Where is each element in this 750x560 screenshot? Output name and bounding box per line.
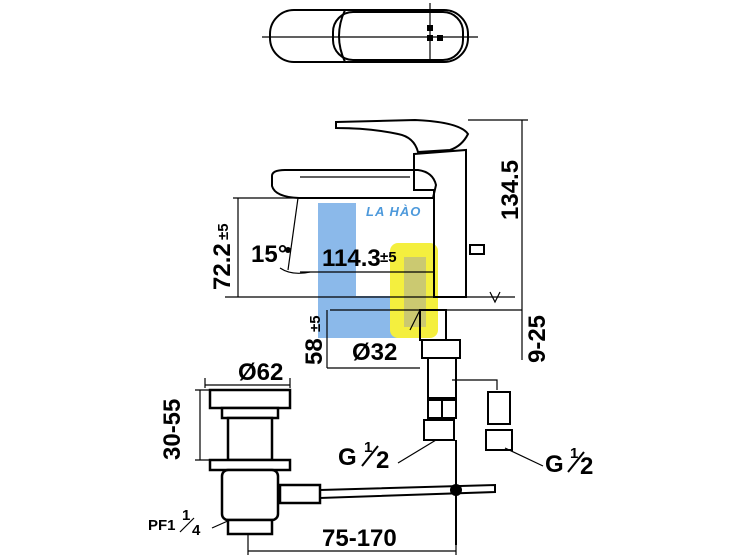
hose-right-ferrule	[487, 391, 511, 425]
label-inlet-right-num: 1	[570, 445, 578, 462]
label-below-deck-tol: ±5	[307, 315, 324, 332]
waste-tail	[226, 518, 274, 536]
pop-up-rod-knob	[469, 244, 485, 255]
label-rod-length: 75-170	[322, 525, 397, 552]
top-view-handle	[332, 11, 464, 61]
label-reach: 114.3	[322, 245, 381, 272]
dim-g-right-leader	[504, 447, 544, 467]
hose-right-connector	[485, 429, 513, 451]
hose-left-ferrule	[427, 399, 457, 419]
label-hole-diameter: Ø32	[352, 339, 397, 366]
watermark-logo: LA HÀO	[318, 203, 438, 338]
dimension-labels: 134.5 9-25 72.2 ±5 15° 114.3 ±5 58 ±5 Ø3…	[148, 160, 593, 552]
dim-g-left-leader	[397, 439, 437, 464]
top-view	[262, 3, 478, 63]
watermark-brand-text: LA HÀO	[366, 204, 421, 219]
faucet-spout	[271, 169, 438, 199]
side-view-faucet	[225, 118, 522, 545]
label-waste-thread-pf: PF1	[148, 517, 176, 534]
waste-linkage-rod	[319, 483, 496, 500]
waste-linkage-nut	[278, 483, 322, 505]
top-view-body	[269, 9, 469, 63]
label-inlet-right-den: 2	[580, 453, 593, 480]
label-inlet-left-den: 2	[376, 447, 389, 474]
shank-lower	[427, 357, 457, 399]
label-waste-height: 30-55	[159, 399, 186, 460]
hose-right-run	[452, 379, 498, 390]
label-inlet-left-slash	[361, 445, 379, 467]
watermark-yellow-block	[390, 243, 438, 338]
label-reach-tol: ±5	[380, 249, 397, 266]
label-below-deck: 58	[301, 338, 328, 365]
dim-angle-dot	[285, 247, 291, 253]
top-view-mark-3	[437, 35, 443, 41]
label-waste-thread-den: 4	[192, 522, 201, 539]
waste-body-1	[220, 406, 280, 420]
top-view-mark-2	[427, 35, 433, 41]
label-inlet-left: G 1 2	[338, 439, 389, 474]
deck-break-mark	[489, 291, 501, 304]
top-view-mark-1	[427, 25, 433, 31]
label-inlet-left-num: 1	[364, 439, 372, 456]
waste-body-2	[226, 416, 274, 462]
label-waste-diameter: Ø62	[238, 359, 283, 386]
label-inlet-right-g: G	[545, 451, 564, 478]
label-deck-thickness: 9-25	[524, 315, 551, 363]
label-inlet-left-g: G	[338, 444, 357, 471]
label-spout-height-tol: ±5	[215, 223, 232, 240]
label-inlet-right-slash	[567, 451, 585, 473]
dim-pf-leader	[211, 519, 231, 529]
label-spout-height: 72.2	[209, 243, 236, 290]
shank-nut	[421, 339, 461, 359]
label-waste-thread-num: 1	[182, 507, 190, 524]
label-waste-thread-slash	[179, 517, 195, 533]
handle-lever	[335, 118, 470, 154]
hose-left-connector	[423, 419, 455, 441]
label-angle: 15°	[251, 241, 287, 268]
dimension-lines	[233, 119, 544, 467]
waste-trap	[220, 468, 280, 522]
watermark-grey-inner	[404, 257, 426, 327]
dim-angle-line	[287, 197, 299, 271]
waste-assembly	[195, 378, 496, 555]
waste-nut-1	[208, 458, 292, 472]
waste-flange	[208, 388, 292, 410]
label-inlet-right: G 1 2	[545, 445, 593, 480]
dim-32-leader	[409, 309, 421, 331]
label-total-height: 134.5	[497, 160, 524, 220]
label-waste-thread: PF1 1 4	[148, 507, 201, 539]
